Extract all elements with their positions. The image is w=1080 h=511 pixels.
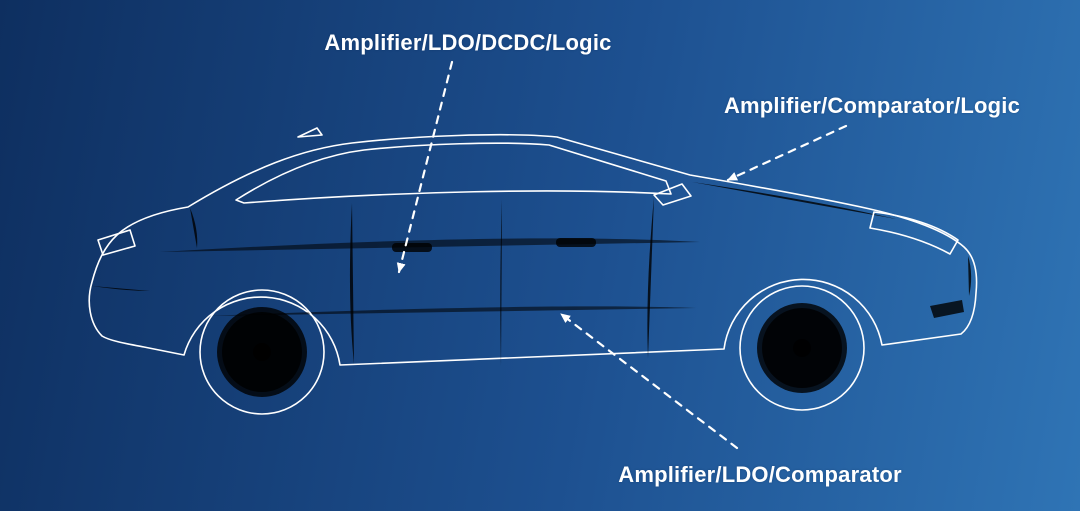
label-amplifier-ldo-dcdc-logic: Amplifier/LDO/DCDC/Logic (324, 30, 612, 55)
car-rear-wheel (199, 289, 325, 415)
dashed-arrow-right (726, 124, 848, 182)
taillight (97, 229, 136, 256)
door-seams (349, 197, 654, 366)
dashed-arrow-top (396, 60, 454, 274)
side-mirror (653, 183, 692, 213)
headlight (869, 211, 959, 255)
label-amplifier-comparator-logic: Amplifier/Comparator/Logic (723, 93, 1021, 118)
door-handles (392, 238, 596, 252)
car-windows (235, 142, 672, 204)
car-front-wheel (739, 285, 865, 411)
fog-light (930, 300, 964, 318)
car-body-outline (88, 133, 978, 366)
label-amplifier-ldo-comparator: Amplifier/LDO/Comparator (618, 462, 902, 487)
dashed-arrow-bottom (559, 312, 739, 450)
antenna-fin (297, 127, 323, 138)
